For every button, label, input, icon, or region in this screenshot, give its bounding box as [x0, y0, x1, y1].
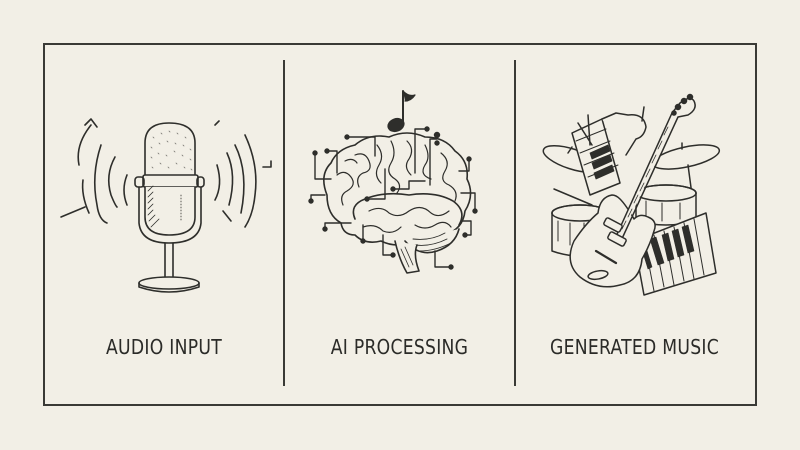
step-ai-processing: AI PROCESSING	[285, 45, 514, 403]
brain-circuit-icon	[308, 90, 478, 274]
step-label: GENERATED MUSIC	[549, 335, 719, 359]
step-audio-input: AUDIO INPUT	[45, 45, 283, 403]
cymbal-icon	[651, 142, 721, 196]
microphone-icon	[60, 118, 272, 293]
keyboard-icon	[571, 106, 647, 196]
guitar-icon	[569, 93, 696, 288]
step-generated-music: GENERATED MUSIC	[516, 45, 753, 403]
keyboard-icon	[633, 212, 717, 296]
diagram-frame	[43, 43, 757, 406]
step-label: AUDIO INPUT	[106, 335, 222, 359]
panel-divider-2	[514, 60, 516, 386]
music-note-icon	[387, 90, 416, 133]
instruments-icon	[542, 93, 721, 296]
panel-divider-1	[283, 60, 285, 386]
step-label: AI PROCESSING	[330, 335, 469, 359]
